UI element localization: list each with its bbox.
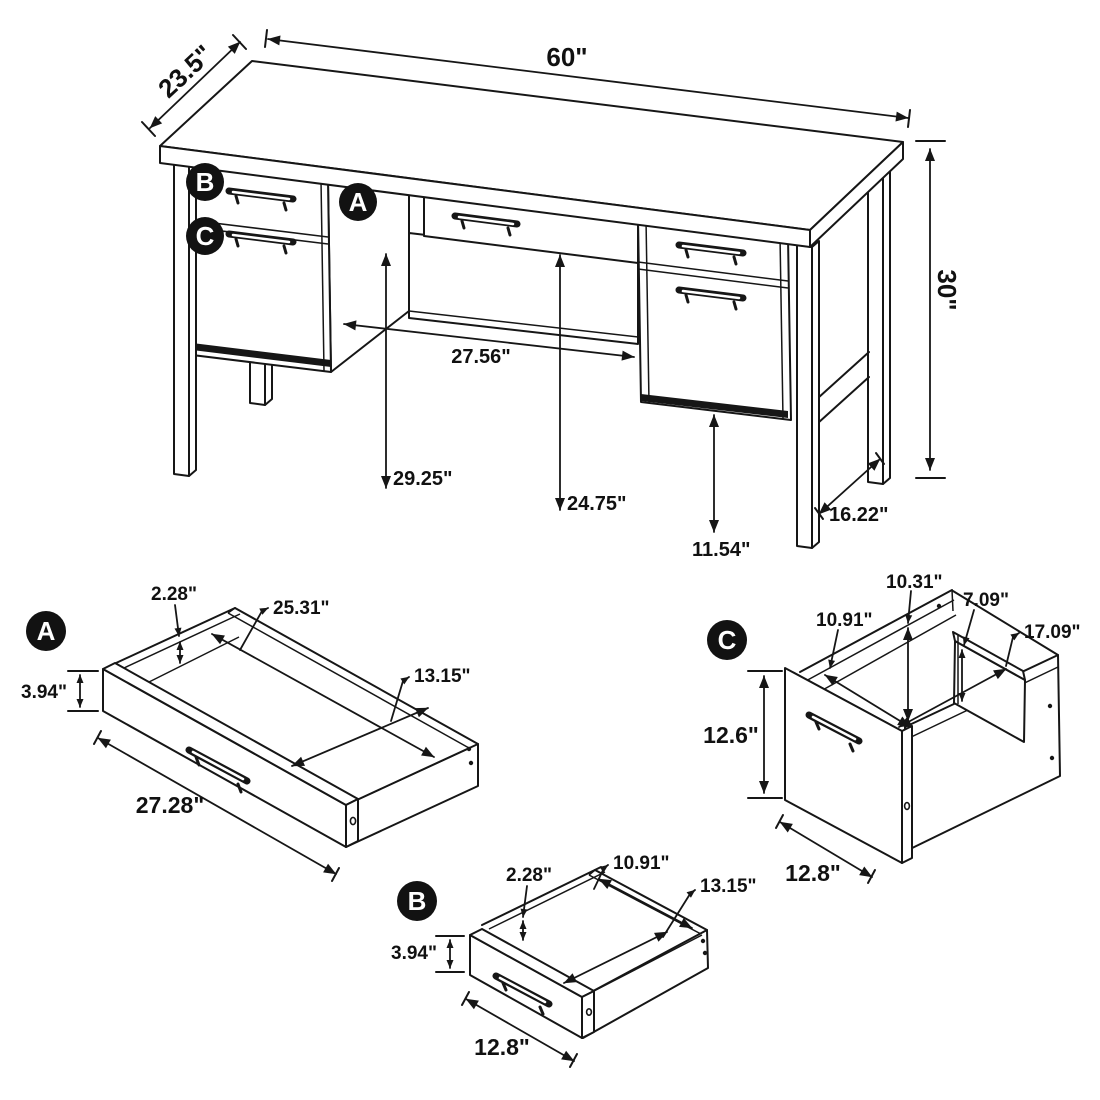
drawer-b-dim-height: 3.94": [391, 943, 437, 964]
badge-a-diagram-label: A: [37, 616, 56, 646]
drawer-b-dimensions: 2.28" 10.91" 13.15" 3.94" 12.8": [391, 853, 757, 1068]
badge-c-diagram: C: [707, 620, 747, 660]
desk-dim-knee-clearance: 24.75": [567, 493, 627, 515]
cabinet-c-dim-inner-height: 10.31": [886, 572, 943, 593]
cabinet-c-dim-front-height: 12.6": [703, 722, 759, 748]
right-pedestal-top-handle: [675, 241, 747, 266]
desk-front-left-leg: [173, 156, 197, 477]
desk-front-right-leg: [796, 240, 820, 549]
desk-dim-desktop-clearance: 29.25": [393, 468, 453, 490]
drawer-a-dim-inner-width: 25.31": [273, 598, 330, 619]
desk-dim-leg-depth: 16.22": [829, 504, 889, 526]
cabinet-c-dim-inner-width: 10.91": [816, 610, 873, 631]
badge-b-diagram-label: B: [408, 886, 427, 916]
drawer-b-dim-inner-width: 10.91": [613, 853, 670, 874]
badge-b-diagram: B: [397, 881, 437, 921]
desk-dim-pedestal-floor-gap: 11.54": [692, 539, 750, 561]
drawer-b-dim-inner-depth: 13.15": [700, 876, 757, 897]
drawer-a-dimensions: 2.28" 25.31" 13.15" 3.94" 27.28": [21, 584, 471, 882]
drawer-a-diagram: 2.28" 25.31" 13.15" 3.94" 27.28" A: [21, 584, 479, 882]
drawer-b-dim-width: 12.8": [474, 1034, 530, 1060]
desk-drawing: 60" 23.5" 30" 27.56" 29.25" 24.75" 11.54…: [141, 29, 962, 561]
drawer-a-dim-wall: 2.28": [151, 584, 197, 605]
desk-side-rail: [817, 351, 870, 424]
desk-dim-height: 30": [932, 269, 962, 310]
desk-right-pedestal: [637, 217, 792, 421]
badge-a-desk-label: A: [349, 187, 368, 217]
badge-c-diagram-label: C: [718, 625, 737, 655]
desk-dim-top-width: 60": [546, 42, 587, 72]
cabinet-c-dim-width: 12.8": [785, 860, 841, 886]
drawer-b-box: [469, 866, 709, 1039]
drawer-a-dim-height: 3.94": [21, 682, 67, 703]
cabinet-c-dimensions: 10.91" 10.31" 7.09" 17.09" 12.6" 12.8": [703, 572, 1080, 886]
drawer-a-handle: [451, 212, 521, 237]
cabinet-c-dim-inner-depth: 17.09": [1024, 622, 1081, 643]
desk-dim-kneehole-width: 27.56": [451, 346, 511, 368]
drawer-b-diagram: 2.28" 10.91" 13.15" 3.94" 12.8" B: [391, 853, 757, 1068]
drawer-b-dim-wall: 2.28": [506, 865, 552, 886]
badge-b-desk: B: [186, 163, 224, 201]
desk-back-right-leg: [867, 153, 891, 485]
drawer-b-handle: [225, 187, 297, 212]
desk-dimensions: 60" 23.5" 30" 27.56" 29.25" 24.75" 11.54…: [141, 29, 962, 561]
badge-b-desk-label: B: [196, 167, 215, 197]
badge-c-desk: C: [186, 217, 224, 255]
badge-a-desk: A: [339, 183, 377, 221]
drawer-a-dim-inner-depth: 13.15": [414, 666, 471, 687]
cabinet-c-diagram: 10.91" 10.31" 7.09" 17.09" 12.6" 12.8" C: [703, 572, 1080, 886]
drawer-a-dim-width: 27.28": [136, 792, 204, 818]
right-pedestal-bottom-handle: [675, 286, 747, 311]
cabinet-c-handle: [805, 711, 863, 753]
badge-a-diagram: A: [26, 611, 66, 651]
cabinet-c-dim-divider-height: 7.09": [963, 590, 1009, 611]
drawer-c-handle: [225, 230, 297, 255]
badge-c-desk-label: C: [196, 221, 215, 251]
